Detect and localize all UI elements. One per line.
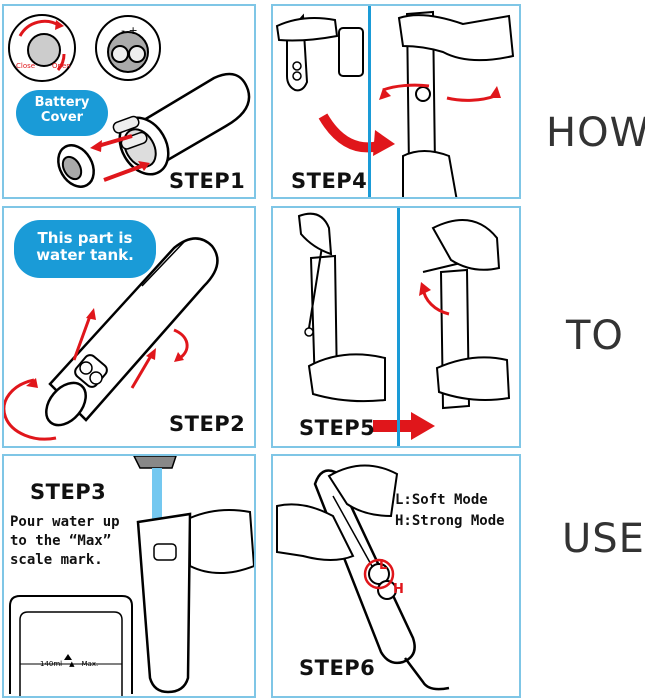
mode-mark-h: H [393, 582, 404, 597]
step2-illustration [4, 237, 219, 441]
step6-panel: L:Soft Mode H:Strong Mode L H STEP6 [271, 454, 521, 698]
side-word-to: TO [566, 313, 624, 359]
side-word-use: USE [562, 516, 645, 562]
side-word-how: HOW [546, 110, 645, 156]
step4-illustration [275, 10, 515, 197]
step4-label: STEP4 [291, 169, 368, 193]
water-tank-bubble: This part is water tank. [14, 220, 156, 278]
close-open-dial-icon [8, 14, 76, 82]
step3-illustration [9, 456, 254, 696]
step5-panel: STEP5 [271, 206, 521, 448]
step2-label: STEP2 [169, 412, 246, 436]
step4-panel: STEP4 [271, 4, 521, 199]
step1-panel: - + Close Open Battery Cover STEP1 [2, 4, 256, 199]
max-scale-mark: 140ml—▲—Max. [40, 660, 99, 668]
pour-water-instruction: Pour water up to the “Max” scale mark. [10, 514, 120, 568]
step5-divider [397, 208, 400, 446]
svg-text:- +: - + [121, 24, 138, 37]
step6-illustration [276, 464, 450, 691]
step3-label: STEP3 [30, 480, 107, 504]
battery-slot-icon: - + [95, 15, 161, 81]
mode-legend: L:Soft Mode H:Strong Mode [395, 492, 505, 529]
step3-panel: STEP3 Pour water up to the “Max” scale m… [2, 454, 256, 698]
battery-cover-bubble: Battery Cover [16, 90, 108, 136]
step1-label: STEP1 [169, 169, 246, 193]
step2-panel: This part is water tank. STEP2 [2, 206, 256, 448]
close-label: Close [16, 62, 36, 70]
open-label: Open [52, 62, 71, 70]
step4-divider [368, 6, 371, 197]
step5-illustration [297, 212, 511, 440]
step1-illustration: - + [8, 14, 251, 188]
mode-mark-l: L [379, 558, 388, 573]
step6-label: STEP6 [299, 656, 376, 680]
step5-label: STEP5 [299, 416, 376, 440]
